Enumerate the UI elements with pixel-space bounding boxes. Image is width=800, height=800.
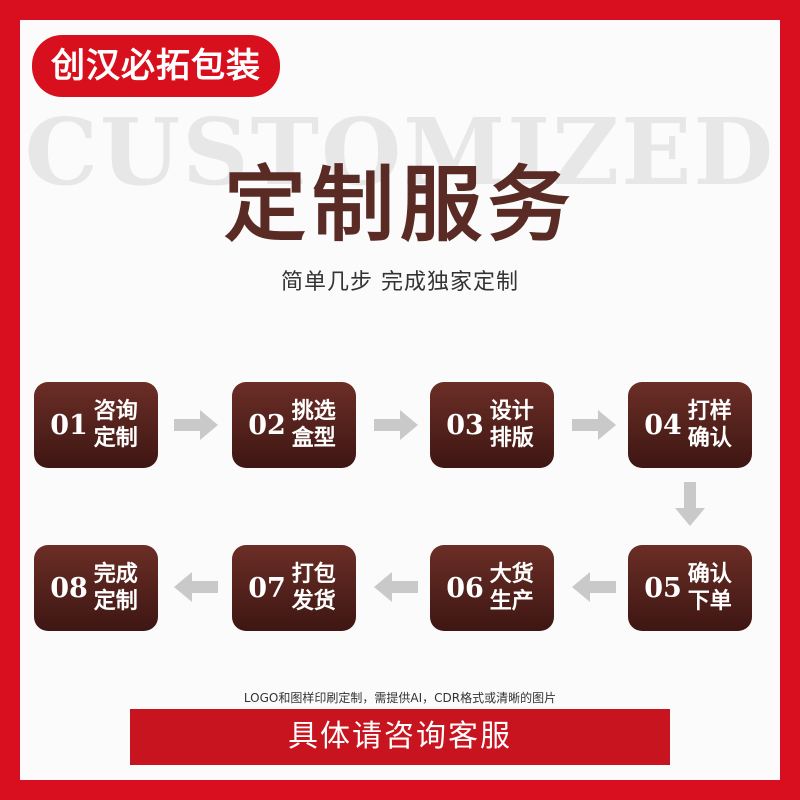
brand-badge: 创汉必拓包装 bbox=[32, 35, 280, 97]
step-label: 设计排版 bbox=[489, 399, 534, 451]
step-number: 06 bbox=[446, 572, 484, 604]
note-text: LOGO和图样印刷定制，需提供AI，CDR格式或清晰的图片 bbox=[243, 691, 557, 705]
step-number: 02 bbox=[248, 409, 286, 441]
step-number: 07 bbox=[248, 572, 286, 604]
step-04: 04 打样确认 bbox=[628, 382, 752, 468]
arrow-right-icon bbox=[572, 410, 616, 440]
step-number: 05 bbox=[644, 572, 682, 604]
step-08: 08 完成定制 bbox=[34, 545, 158, 631]
step-number: 08 bbox=[50, 572, 88, 604]
step-label: 打包发货 bbox=[291, 562, 336, 614]
step-07: 07 打包发货 bbox=[232, 545, 356, 631]
step-label: 大货生产 bbox=[489, 562, 534, 614]
step-05: 05 确认下单 bbox=[628, 545, 752, 631]
step-label: 完成定制 bbox=[93, 562, 138, 614]
step-number: 04 bbox=[644, 409, 682, 441]
arrow-left-icon bbox=[374, 572, 418, 602]
contact-banner: 具体请咨询客服 bbox=[130, 709, 670, 765]
step-label: 咨询定制 bbox=[93, 399, 138, 451]
arrow-down-icon bbox=[675, 482, 705, 526]
step-label: 打样确认 bbox=[687, 399, 732, 451]
page-title: 定制服务 bbox=[223, 157, 576, 253]
arrow-left-icon bbox=[174, 572, 218, 602]
step-number: 03 bbox=[446, 409, 484, 441]
step-06: 06 大货生产 bbox=[430, 545, 554, 631]
watermark-text: CUSTOMIZED bbox=[24, 98, 776, 206]
arrow-right-icon bbox=[174, 410, 218, 440]
step-number: 01 bbox=[50, 409, 88, 441]
page-subtitle: 简单几步 完成独家定制 bbox=[281, 270, 519, 295]
step-02: 02 挑选盒型 bbox=[232, 382, 356, 468]
step-03: 03 设计排版 bbox=[430, 382, 554, 468]
arrow-right-icon bbox=[374, 410, 418, 440]
arrow-left-icon bbox=[572, 572, 616, 602]
step-01: 01 咨询定制 bbox=[34, 382, 158, 468]
step-label: 确认下单 bbox=[687, 562, 732, 614]
step-label: 挑选盒型 bbox=[291, 399, 336, 451]
